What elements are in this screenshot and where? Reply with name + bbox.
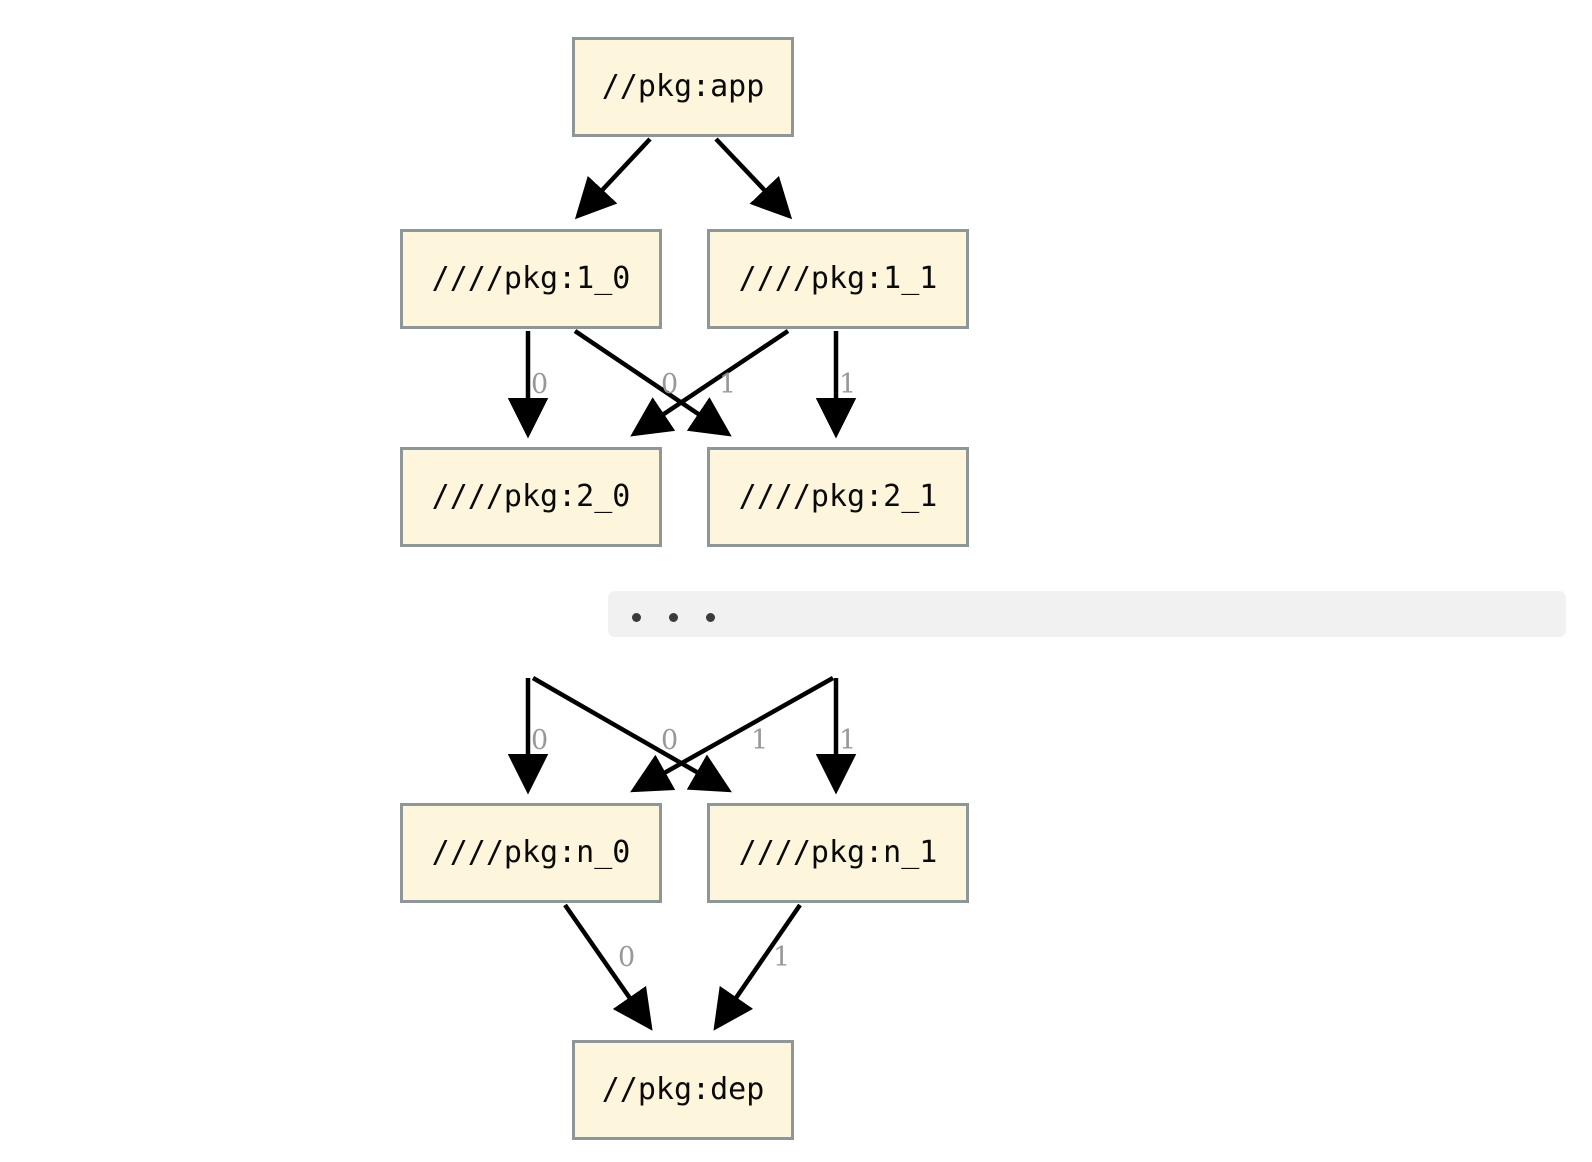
node-app[interactable]: //pkg:app [572, 37, 794, 137]
edge-label-n_1-dep: 1 [773, 942, 791, 973]
edge-continuation-left-to-n_1 [531, 676, 732, 793]
edge-label-cont-n_1: 1 [839, 725, 857, 756]
edge-1_0-to-2_1 [573, 329, 732, 437]
node-2_1[interactable]: ////pkg:2_1 [707, 447, 969, 547]
edge-label-1_1-2_0: 1 [719, 369, 737, 400]
node-label: ////pkg:1_1 [738, 261, 938, 296]
node-label: ////pkg:2_0 [431, 479, 631, 514]
node-label: ////pkg:n_1 [738, 835, 938, 870]
edge-label-1_1-2_1: 1 [839, 369, 857, 400]
edge-label-cont-n_0: 0 [531, 725, 549, 756]
node-dep[interactable]: //pkg:dep [572, 1040, 794, 1140]
node-n_0[interactable]: ////pkg:n_0 [400, 803, 662, 903]
node-1_0[interactable]: ////pkg:1_0 [400, 229, 662, 329]
edge-app-to-1_0 [574, 137, 652, 220]
edge-app-to-1_1 [714, 137, 793, 220]
edge-label-1_0-2_0: 0 [531, 369, 549, 400]
edge-n_1-to-dep [713, 903, 802, 1031]
node-label: ////pkg:n_0 [431, 835, 631, 870]
ellipsis-dot [632, 613, 641, 622]
node-label: //pkg:dep [601, 1072, 765, 1107]
ellipsis-dot [706, 613, 715, 622]
edge-continuation-right-to-n_0 [630, 676, 835, 793]
edge-label-cont-left-n_1: 0 [661, 725, 679, 756]
node-n_1[interactable]: ////pkg:n_1 [707, 803, 969, 903]
edge-label-cont-right-n_0: 1 [751, 725, 769, 756]
node-2_0[interactable]: ////pkg:2_0 [400, 447, 662, 547]
edge-n_0-to-dep [563, 903, 653, 1031]
edge-1_1-to-2_0 [630, 329, 790, 437]
ellipsis-dots [632, 613, 743, 622]
node-label: ////pkg:2_1 [738, 479, 938, 514]
ellipsis-dot [669, 613, 678, 622]
node-1_1[interactable]: ////pkg:1_1 [707, 229, 969, 329]
node-label: //pkg:app [601, 69, 765, 104]
ellipsis-strip [608, 591, 1566, 637]
edge-label-n_0-dep: 0 [618, 942, 636, 973]
edge-label-1_0-2_1: 0 [661, 369, 679, 400]
node-label: ////pkg:1_0 [431, 261, 631, 296]
